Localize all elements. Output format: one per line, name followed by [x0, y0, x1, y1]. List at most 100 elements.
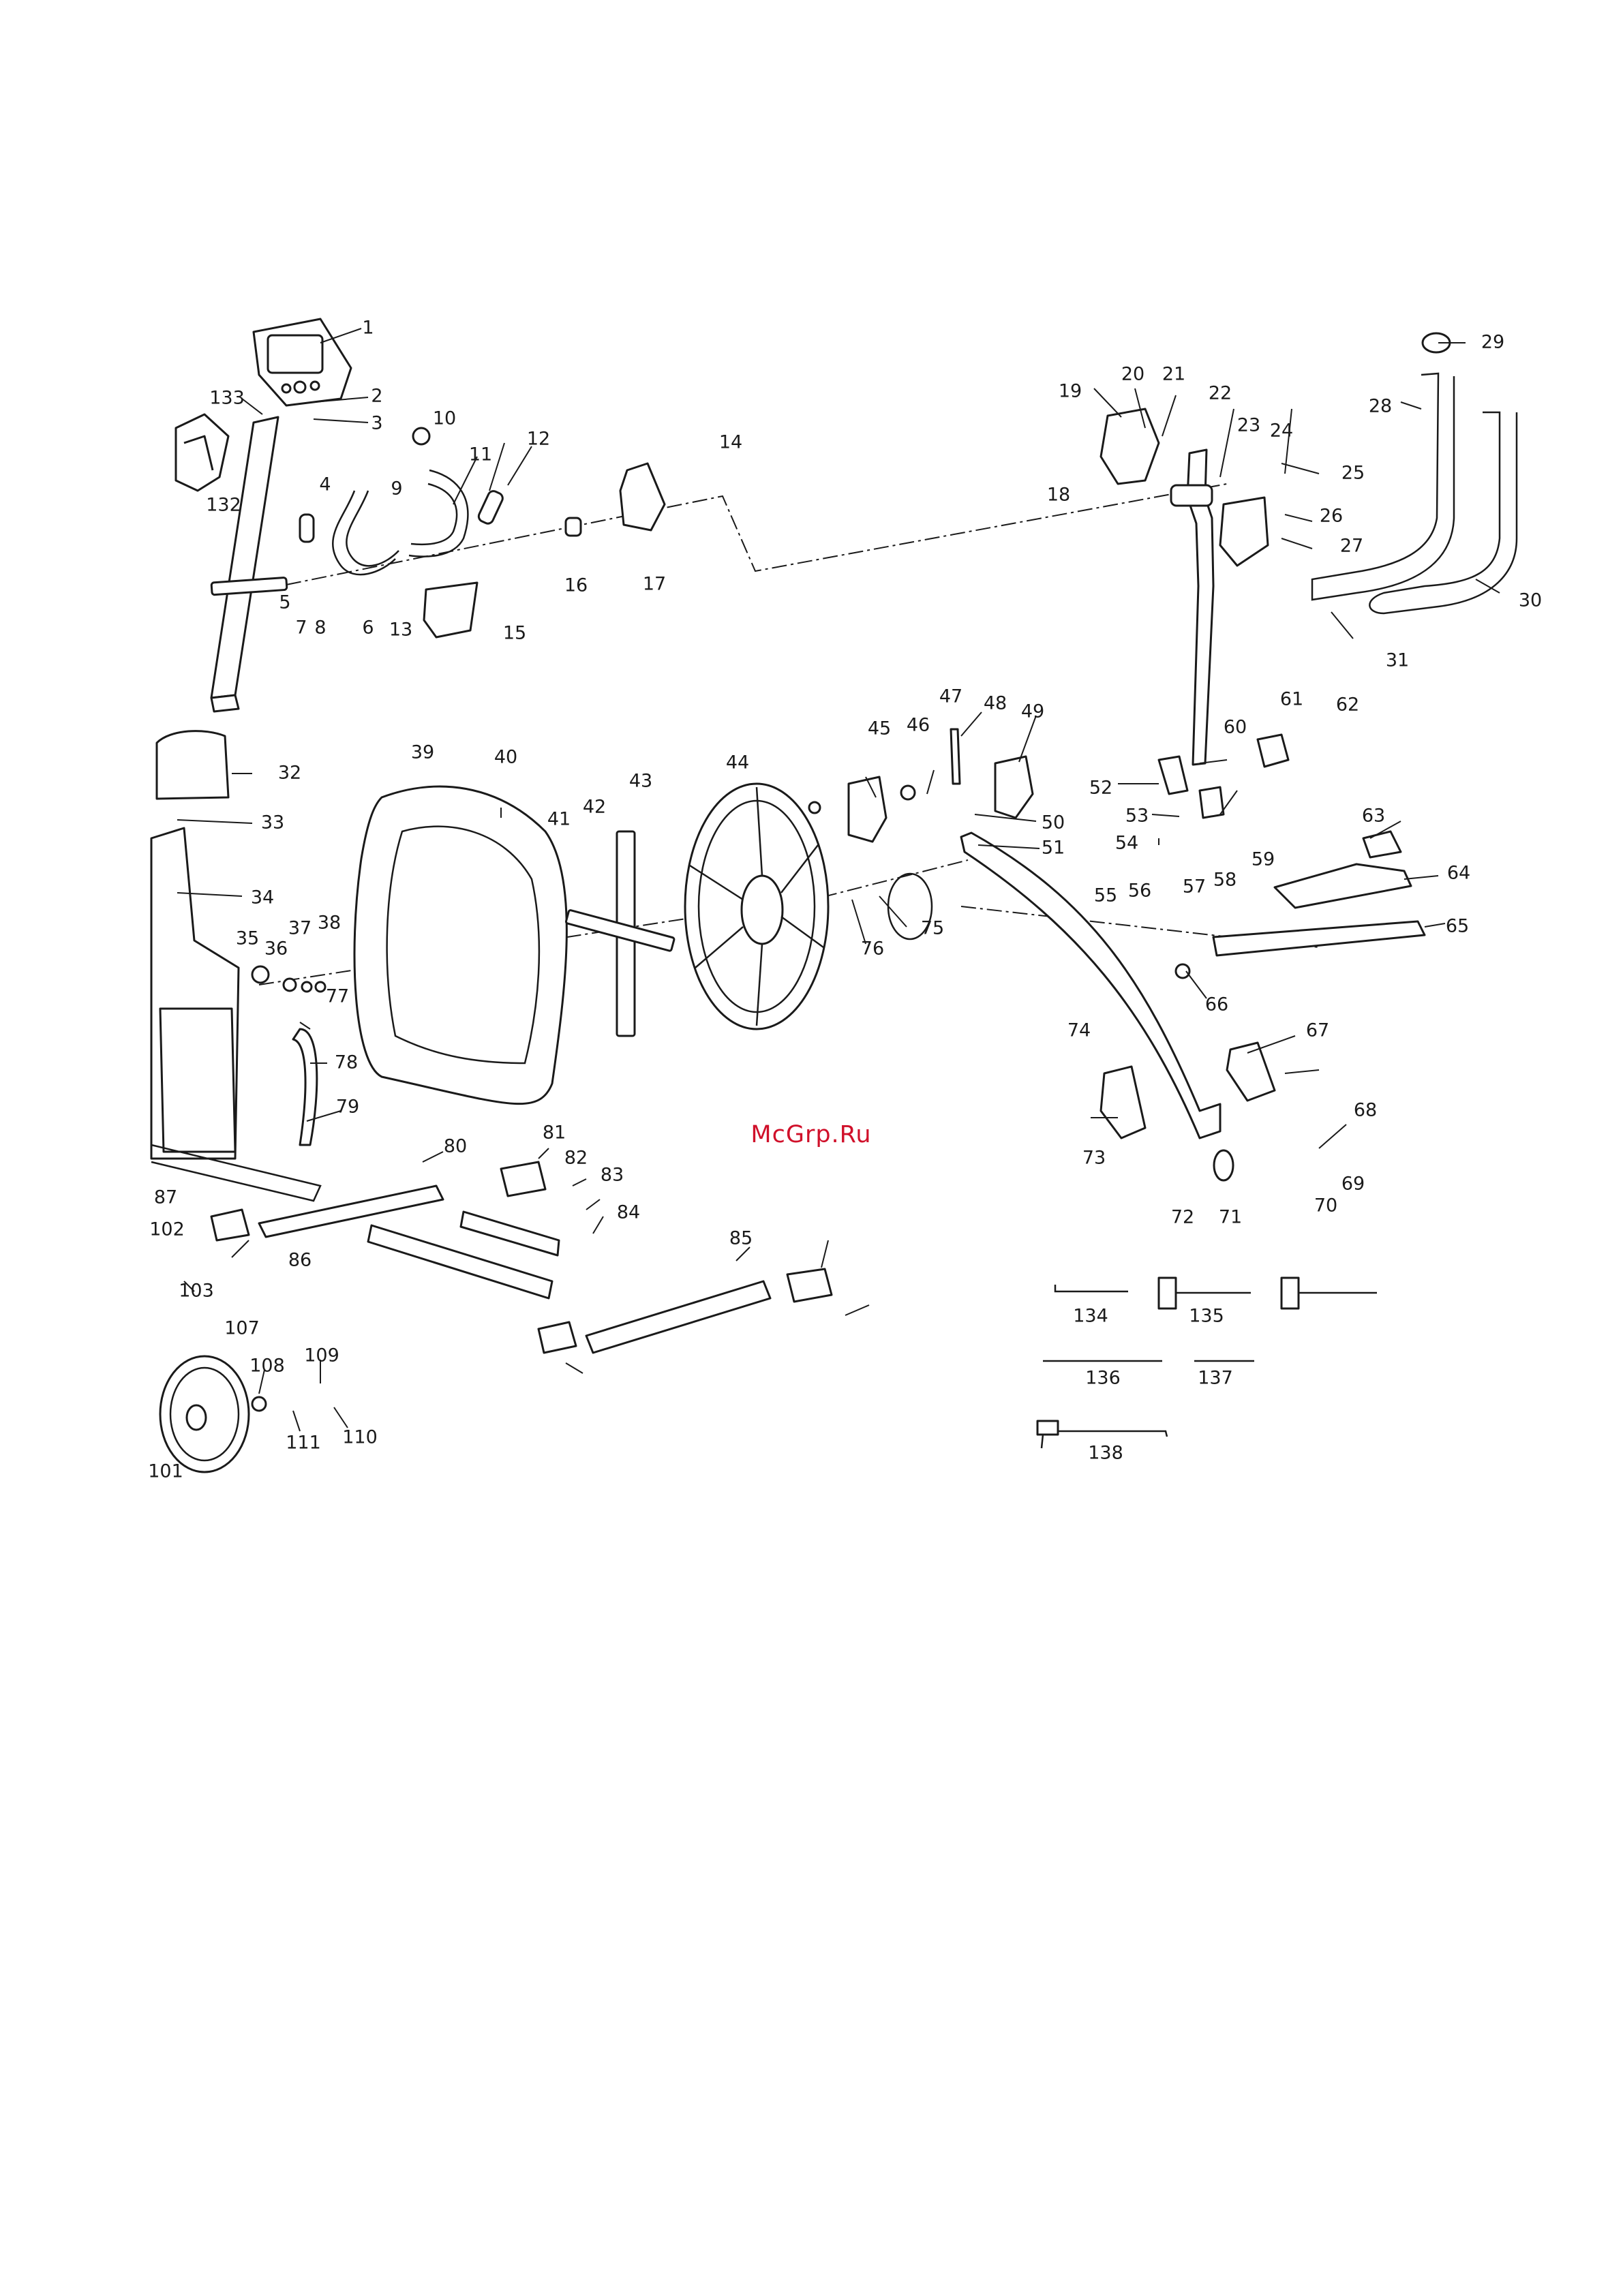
- callout-62: 62: [1336, 694, 1359, 716]
- pivot-sleeve-part: [1170, 484, 1213, 507]
- callout-101: 101: [148, 1461, 183, 1482]
- callout-12: 12: [527, 429, 550, 450]
- callout-9: 9: [391, 478, 402, 500]
- callout-109: 109: [304, 1345, 339, 1366]
- callout-73: 73: [1082, 1148, 1106, 1169]
- callout-49: 49: [1021, 701, 1044, 722]
- callout-4: 4: [319, 474, 331, 495]
- callout-20: 20: [1121, 364, 1144, 385]
- washer-38-part: [314, 981, 327, 993]
- callout-18: 18: [1047, 485, 1070, 506]
- callout-22: 22: [1209, 383, 1232, 404]
- callout-136: 136: [1085, 1368, 1121, 1389]
- base-tube-84-upper: [459, 1210, 560, 1257]
- cover-61-part: [1256, 733, 1290, 768]
- end-cap-86b-part: [537, 1321, 577, 1354]
- upper-handle-30-outer: [1369, 411, 1518, 615]
- wrench-135b-part: [1280, 1276, 1377, 1310]
- callout-8: 8: [314, 617, 326, 639]
- handlebar-tube-right: [408, 469, 469, 557]
- clamp-53-part: [1198, 786, 1225, 819]
- callout-85: 85: [729, 1228, 753, 1249]
- callout-133: 133: [209, 388, 245, 409]
- rear-cover-32-part: [155, 730, 230, 800]
- callout-69: 69: [1341, 1174, 1365, 1195]
- callout-30: 30: [1519, 590, 1542, 611]
- callout-6: 6: [362, 617, 374, 639]
- pedal-64-part: [1273, 863, 1412, 909]
- bushing-66-part: [1174, 963, 1191, 979]
- callout-70: 70: [1314, 1195, 1337, 1216]
- washer-36b-part: [808, 801, 821, 814]
- axle-48-part: [950, 728, 961, 785]
- callout-5: 5: [279, 592, 290, 613]
- callout-137: 137: [1198, 1368, 1233, 1389]
- bearing-46-part: [900, 784, 916, 801]
- callout-41: 41: [547, 809, 571, 830]
- callout-17: 17: [643, 574, 666, 595]
- callout-19: 19: [1059, 381, 1082, 402]
- callout-58: 58: [1213, 870, 1237, 891]
- watermark-text: McGrp.Ru: [750, 1121, 872, 1148]
- callout-59: 59: [1252, 849, 1275, 870]
- callout-14: 14: [719, 432, 742, 453]
- washer-36-part: [282, 977, 297, 992]
- side-shroud-39-inner: [386, 825, 541, 1065]
- callout-64: 64: [1447, 863, 1470, 884]
- crank-frame-43-part: [564, 830, 676, 1037]
- assembly-axis-rear: [960, 906, 1320, 948]
- callout-7: 7: [295, 617, 307, 639]
- callout-24: 24: [1270, 420, 1293, 442]
- callout-21: 21: [1162, 364, 1185, 385]
- assembly-axis-upper: [286, 483, 1228, 585]
- cover-26-part: [1219, 496, 1269, 567]
- washer-37-part: [301, 981, 313, 993]
- callout-13: 13: [389, 619, 412, 641]
- callout-32: 32: [278, 763, 301, 784]
- callout-53: 53: [1125, 806, 1149, 827]
- callout-33: 33: [261, 812, 284, 833]
- transport-wheel-107-part: [159, 1355, 250, 1473]
- callout-87: 87: [154, 1187, 177, 1208]
- callout-86: 86: [288, 1250, 312, 1271]
- callout-83: 83: [601, 1165, 624, 1186]
- flywheel-44-part: [684, 782, 830, 1030]
- callout-60: 60: [1224, 717, 1247, 738]
- shroud-17-part: [619, 462, 666, 532]
- callout-47: 47: [939, 686, 962, 707]
- end-cap-86-part: [210, 1208, 250, 1242]
- callout-71: 71: [1219, 1207, 1242, 1228]
- callout-45: 45: [868, 718, 891, 739]
- bracket-19-part: [1099, 408, 1160, 485]
- end-cap-81-part: [500, 1161, 547, 1197]
- leader-lines: [177, 328, 1500, 1432]
- callout-77: 77: [326, 986, 349, 1007]
- callout-3: 3: [371, 413, 382, 434]
- callout-42: 42: [583, 797, 606, 818]
- callout-44: 44: [726, 752, 749, 774]
- callout-63: 63: [1362, 806, 1385, 827]
- callout-61: 61: [1280, 689, 1303, 710]
- callout-31: 31: [1386, 650, 1409, 671]
- callout-2: 2: [371, 386, 382, 407]
- crank-49-part: [994, 755, 1034, 819]
- upright-post-part: [210, 416, 288, 713]
- callout-38: 38: [318, 913, 341, 934]
- callout-51: 51: [1042, 838, 1065, 859]
- callout-75: 75: [921, 918, 944, 939]
- callout-135: 135: [1189, 1306, 1224, 1327]
- bushing-16-part: [564, 517, 582, 537]
- callout-35: 35: [236, 928, 259, 949]
- wrench-135-part: [1157, 1276, 1251, 1310]
- cover-67-part: [1226, 1041, 1276, 1102]
- pedal-rail-65-part: [1212, 920, 1426, 957]
- callout-52: 52: [1089, 778, 1112, 799]
- callout-27: 27: [1340, 536, 1363, 557]
- bearing-35-part: [251, 965, 270, 984]
- callout-43: 43: [629, 771, 652, 792]
- callout-26: 26: [1320, 506, 1343, 527]
- base-tube-84-main: [367, 1224, 553, 1300]
- callout-74: 74: [1067, 1020, 1091, 1041]
